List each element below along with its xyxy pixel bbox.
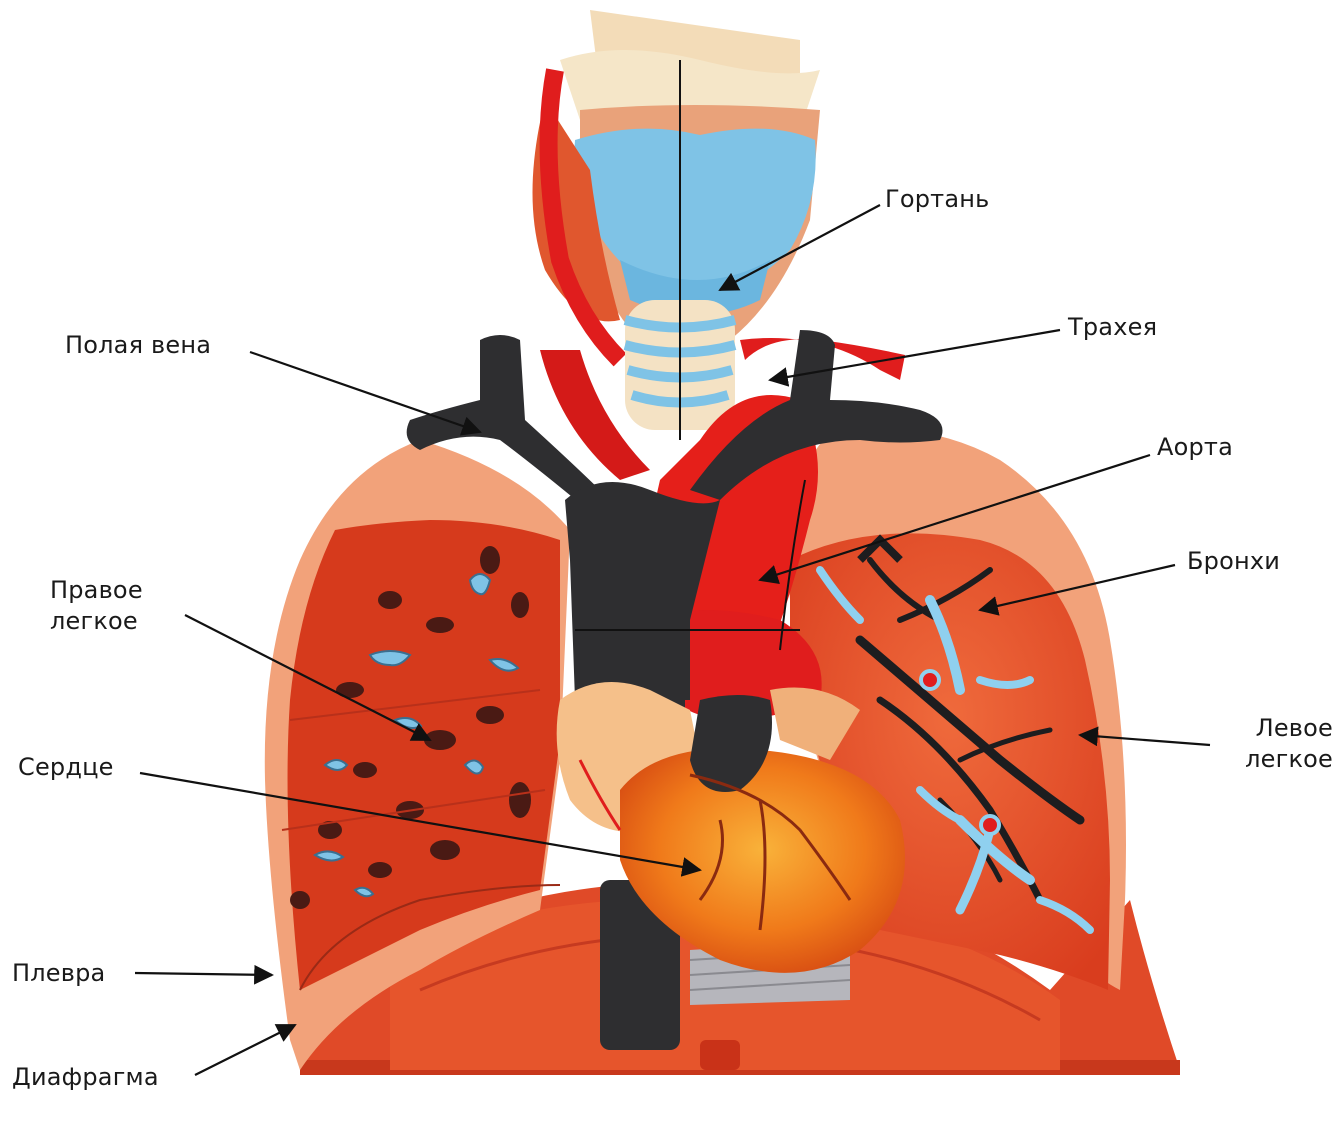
- label-right-lung: Правое легкое: [50, 575, 143, 637]
- label-larynx: Гортань: [885, 184, 989, 215]
- label-bronchi: Бронхи: [1187, 546, 1280, 577]
- label-left-lung: Левое легкое: [1195, 713, 1333, 775]
- label-trachea: Трахея: [1068, 312, 1157, 343]
- label-vena-cava: Полая вена: [65, 330, 211, 361]
- label-diaphragm: Диафрагма: [12, 1062, 159, 1093]
- label-heart: Сердце: [18, 752, 114, 783]
- label-pleura: Плевра: [12, 958, 105, 989]
- label-aorta: Аорта: [1157, 432, 1233, 463]
